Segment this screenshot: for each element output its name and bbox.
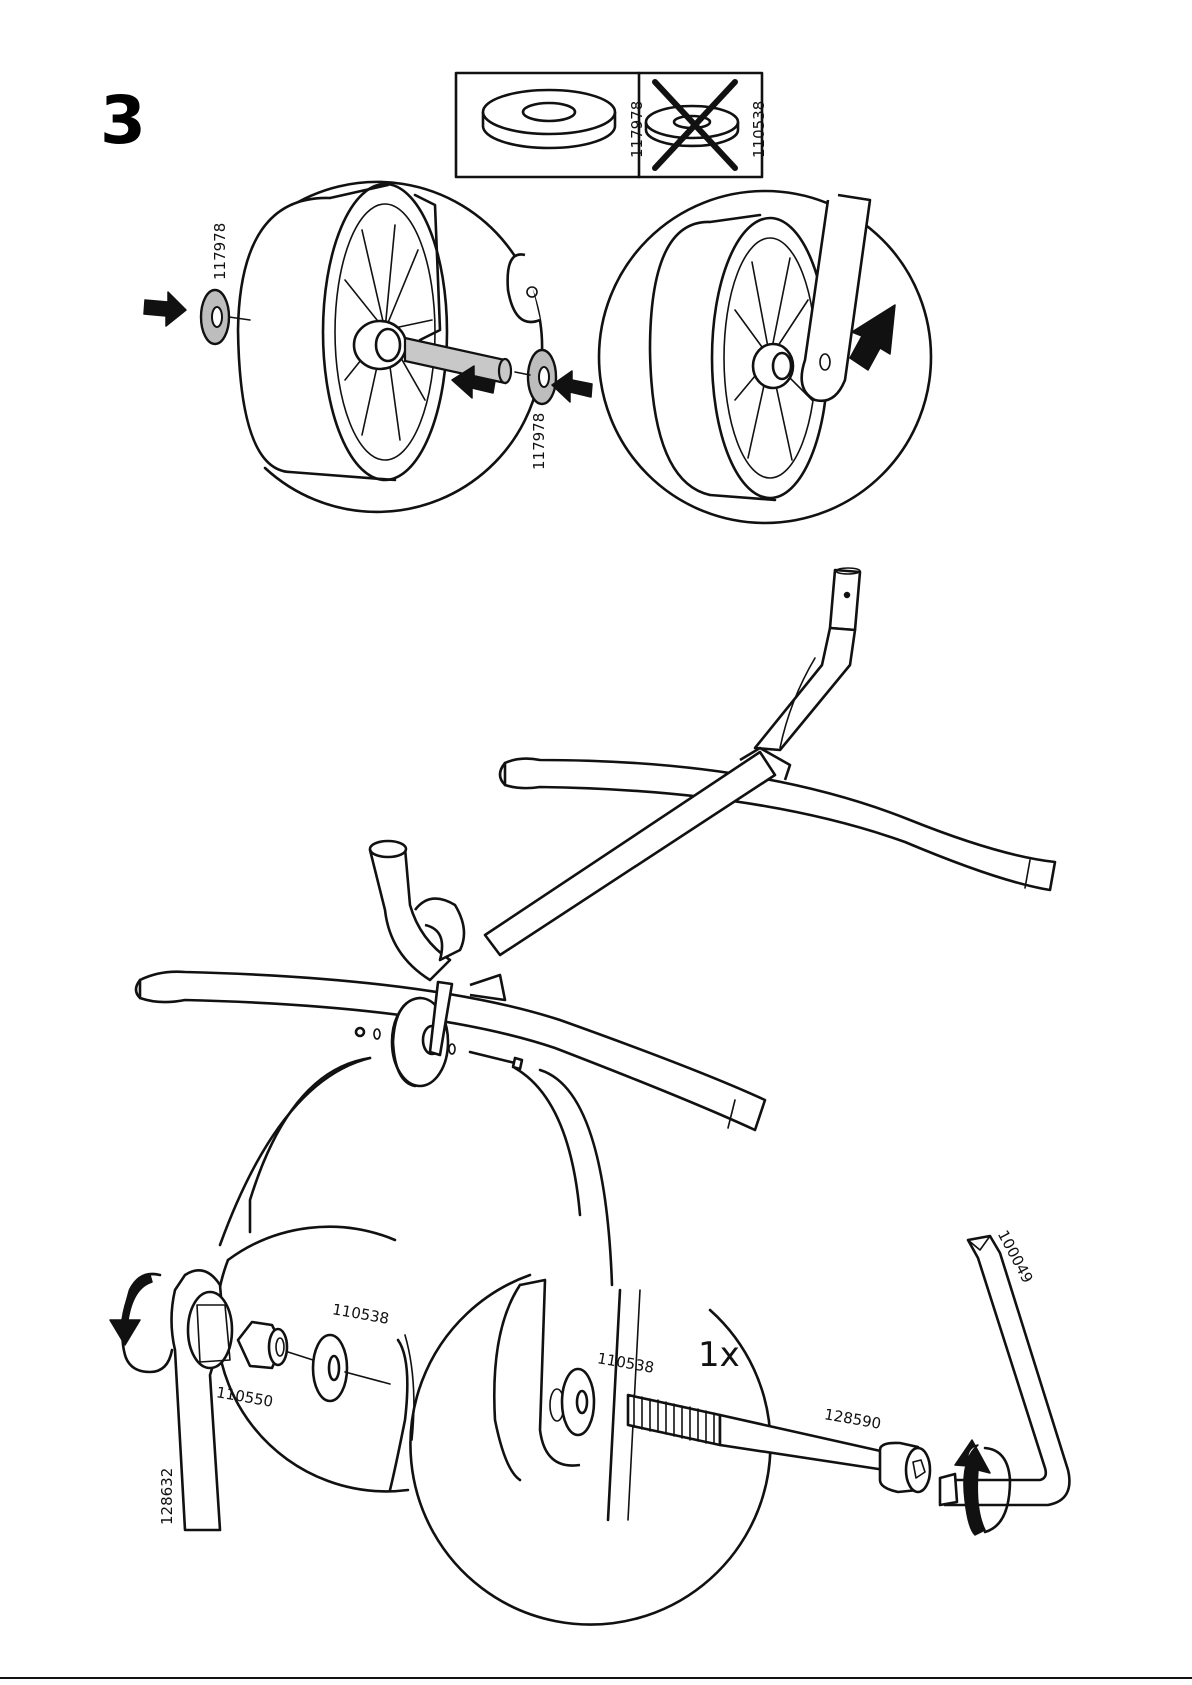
detail-bolt-hexkey [410, 1236, 1069, 1625]
right-washer-icon [528, 350, 556, 404]
label-wrench: 128632 [160, 1468, 175, 1525]
arrow-push-icon [850, 305, 895, 370]
label-right-washer: 117978 [532, 413, 547, 470]
arrow-push-icon [552, 371, 592, 402]
detail-wheel-mounted [599, 191, 931, 523]
label-washer-ok: 117978 [630, 101, 645, 158]
callout-lines [220, 1058, 612, 1285]
arrow-push-icon [144, 292, 186, 326]
detail-nut-wrench [110, 1227, 414, 1530]
frame-overview [136, 568, 1055, 1130]
left-washer-icon [201, 290, 229, 344]
label-washer-not: 110538 [752, 101, 767, 158]
washer-legend [456, 73, 762, 177]
label-left-washer: 117978 [213, 223, 228, 280]
rotate-arrow-icon [110, 1274, 172, 1372]
washer-correct-icon [483, 90, 615, 148]
quantity-label: 1x [698, 1338, 740, 1372]
